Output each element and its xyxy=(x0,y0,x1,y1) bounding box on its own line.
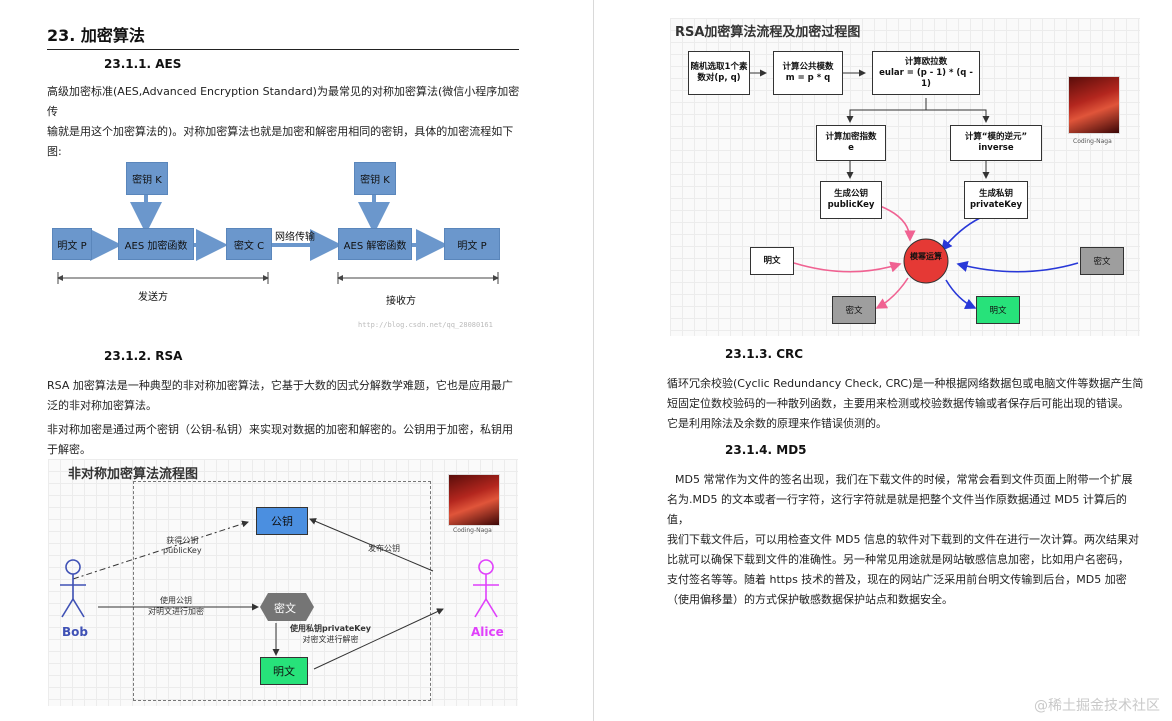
rsa-flow-diagram: RSA加密算法流程及加密过程图 Coding-Naga 随机选取1个素数对(p,… xyxy=(670,18,1140,336)
md5-line-1: MD5 常常作为文件的签名出现，我们在下载文件的时候，常常会看到文件页面上附带一… xyxy=(675,473,1133,486)
aes-diagram-arrows xyxy=(57,195,499,284)
use-privkey-line-1: 使用私钥privateKey xyxy=(290,624,371,633)
step-public-key-line-1: 生成公钥 xyxy=(833,189,868,199)
avatar-caption: Coding-Naga xyxy=(453,527,492,534)
use-pubkey-label: 使用公钥 对明文进行加密 xyxy=(148,595,204,617)
crc-heading: 23.1.3. CRC xyxy=(725,347,804,361)
site-watermark: @稀土掘金技术社区 xyxy=(1034,698,1160,714)
md5-line-3: 我们下载文件后，可以用检查文件 MD5 信息的软件对下载到的文件在进行一次计算。… xyxy=(667,533,1139,546)
rsa-line-3: 非对称加密是通过两个密钥（公钥-私钥）来实现对数据的加密和解密的。公钥用于加密，… xyxy=(47,423,513,436)
step-inverse: 计算“模的逆元” inverse xyxy=(950,125,1042,161)
crc-line-2: 短固定位数校验码的一种散列函数，主要用来检测或校验数据传输或者保存后可能出现的错… xyxy=(667,397,1129,410)
md5-heading: 23.1.4. MD5 xyxy=(725,443,807,457)
get-pubkey-label: 获得公钥 publicKey xyxy=(163,535,202,555)
step-private-key: 生成私钥 privateKey xyxy=(964,181,1028,219)
crc-line-3: 它是利用除法及余数的原理来作错误侦测的。 xyxy=(667,417,887,430)
aes-key-box-1: 密钥 K xyxy=(126,162,168,195)
page-divider xyxy=(593,0,594,721)
use-privkey-line-2: 对密文进行解密 xyxy=(302,635,359,644)
rsa-heading: 23.1.2. RSA xyxy=(104,349,183,363)
step-euler-line-1: 计算欧拉数 xyxy=(904,56,948,67)
step-inverse-line-1: 计算“模的逆元” xyxy=(964,132,1028,142)
aes-plain-box-2: 明文 P xyxy=(444,228,500,260)
step-public-key-line-2: publicKey xyxy=(827,200,875,210)
step-euler-line-2: eular = (p - 1) * (q - 1) xyxy=(879,67,973,89)
aes-line-3: 图: xyxy=(47,145,62,158)
asym-dashed-frame xyxy=(133,481,431,701)
asym-diagram-title: 非对称加密算法流程图 xyxy=(68,467,199,482)
aes-encrypt-box: AES 加密函数 xyxy=(118,228,194,260)
step-exponent-line-1: 计算加密指数 xyxy=(825,132,877,142)
aes-receiver-label: 接收方 xyxy=(386,296,416,307)
md5-line-6: （使用偏移量）的方式保护敏感数据保护站点和数据安全。 xyxy=(667,593,953,606)
aes-source-url: http://blog.csdn.net/qq_28080161 xyxy=(358,321,493,329)
step-modulus-line-1: 计算公共模数 xyxy=(782,62,834,72)
avatar-caption-2: Coding-Naga xyxy=(1073,138,1112,145)
aes-cipher-box: 密文 C xyxy=(226,228,272,260)
publish-pubkey-label: 发布公钥 xyxy=(368,544,400,553)
step-random-primes: 随机选取1个素数对(p, q) xyxy=(688,51,750,95)
rsa-flow-title: RSA加密算法流程及加密过程图 xyxy=(675,25,861,40)
aes-transfer-label: 网络传输 xyxy=(275,232,315,243)
step-modulus: 计算公共模数 m = p * q xyxy=(773,51,843,95)
bob-label: Bob xyxy=(62,625,88,639)
mod-exp-node-label: 模幂运算 xyxy=(910,252,942,261)
aes-plain-box-1: 明文 P xyxy=(52,228,92,260)
cipher-input-box: 密文 xyxy=(1080,247,1124,275)
plain-output-box: 明文 xyxy=(976,296,1020,324)
rsa-flow-arrows xyxy=(750,69,1079,309)
author-avatar xyxy=(448,474,500,526)
alice-label: Alice xyxy=(471,625,504,639)
rsa-line-2: 泛的非对称加密算法。 xyxy=(47,399,157,412)
use-pubkey-line-1: 使用公钥 xyxy=(160,596,192,605)
step-exponent-line-2: e xyxy=(848,143,854,153)
step-private-key-line-1: 生成私钥 xyxy=(978,189,1013,199)
asym-diagram: 非对称加密算法流程图 Coding-Naga 公钥 获得公钥 publicKey… xyxy=(48,459,518,706)
step-inverse-line-2: inverse xyxy=(978,143,1014,153)
step-modulus-line-2: m = p * q xyxy=(785,73,831,83)
aes-paragraph: 高级加密标准(AES,Advanced Encryption Standard)… xyxy=(47,82,527,162)
step-private-key-line-2: privateKey xyxy=(969,200,1023,210)
cipher-hex-label: 密文 xyxy=(274,602,296,615)
rsa-line-4: 于解密。 xyxy=(47,443,91,456)
asym-arrows xyxy=(60,518,499,670)
step-exponent: 计算加密指数 e xyxy=(816,125,886,161)
aes-line-2: 输就是用这个加密算法的)。对称加密算法也就是加密和解密用相同的密钥，具体的加密流… xyxy=(47,125,514,138)
bob-figure xyxy=(60,559,86,618)
cipher-output-box: 密文 xyxy=(832,296,876,324)
md5-paragraph: MD5 常常作为文件的签名出现，我们在下载文件的时候，常常会看到文件页面上附带一… xyxy=(667,470,1147,610)
crc-line-1: 循环冗余校验(Cyclic Redundancy Check, CRC)是一种根… xyxy=(667,377,1144,390)
md5-line-4: 比就可以确保下载到文件的准确性。另一种常见用途就是网站敏感信息加密，比如用户名密… xyxy=(667,553,1129,566)
use-pubkey-line-2: 对明文进行加密 xyxy=(148,607,204,616)
plain-green-box: 明文 xyxy=(260,657,308,685)
md5-line-5: 支付签名等等。随着 https 技术的普及，现在的网站广泛采用前台明文传输到后台… xyxy=(667,573,1127,586)
aes-decrypt-box: AES 解密函数 xyxy=(338,228,412,260)
aes-heading: 23.1.1. AES xyxy=(104,57,182,71)
section-heading: 23. 加密算法 xyxy=(47,22,519,50)
step-euler: 计算欧拉数 eular = (p - 1) * (q - 1) xyxy=(872,51,980,95)
plain-input-box: 明文 xyxy=(750,247,794,275)
step-public-key: 生成公钥 publicKey xyxy=(820,181,882,219)
aes-key-box-2: 密钥 K xyxy=(354,162,396,195)
rsa-paragraph: RSA 加密算法是一种典型的非对称加密算法，它基于大数的因式分解数学难题，它也是… xyxy=(47,376,527,460)
rsa-line-1: RSA 加密算法是一种典型的非对称加密算法，它基于大数的因式分解数学难题，它也是… xyxy=(47,379,513,392)
aes-sender-label: 发送方 xyxy=(138,292,168,303)
aes-diagram: 密钥 K 密钥 K 明文 P AES 加密函数 密文 C 网络传输 AES 解密… xyxy=(48,158,518,338)
get-pubkey-line-2: publicKey xyxy=(163,546,202,555)
crc-paragraph: 循环冗余校验(Cyclic Redundancy Check, CRC)是一种根… xyxy=(667,374,1147,434)
get-pubkey-line-1: 获得公钥 xyxy=(166,536,199,545)
md5-line-2: 名为.MD5 的文本或者一行字符，这行字符就是就是把整个文件当作原数据通过 MD… xyxy=(667,493,1127,526)
author-avatar-2 xyxy=(1068,76,1120,134)
aes-line-1: 高级加密标准(AES,Advanced Encryption Standard)… xyxy=(47,85,520,118)
alice-figure xyxy=(473,559,499,618)
public-key-box: 公钥 xyxy=(256,507,308,535)
cipher-hex xyxy=(260,593,314,621)
use-privkey-label: 使用私钥privateKey 对密文进行解密 xyxy=(290,623,371,645)
